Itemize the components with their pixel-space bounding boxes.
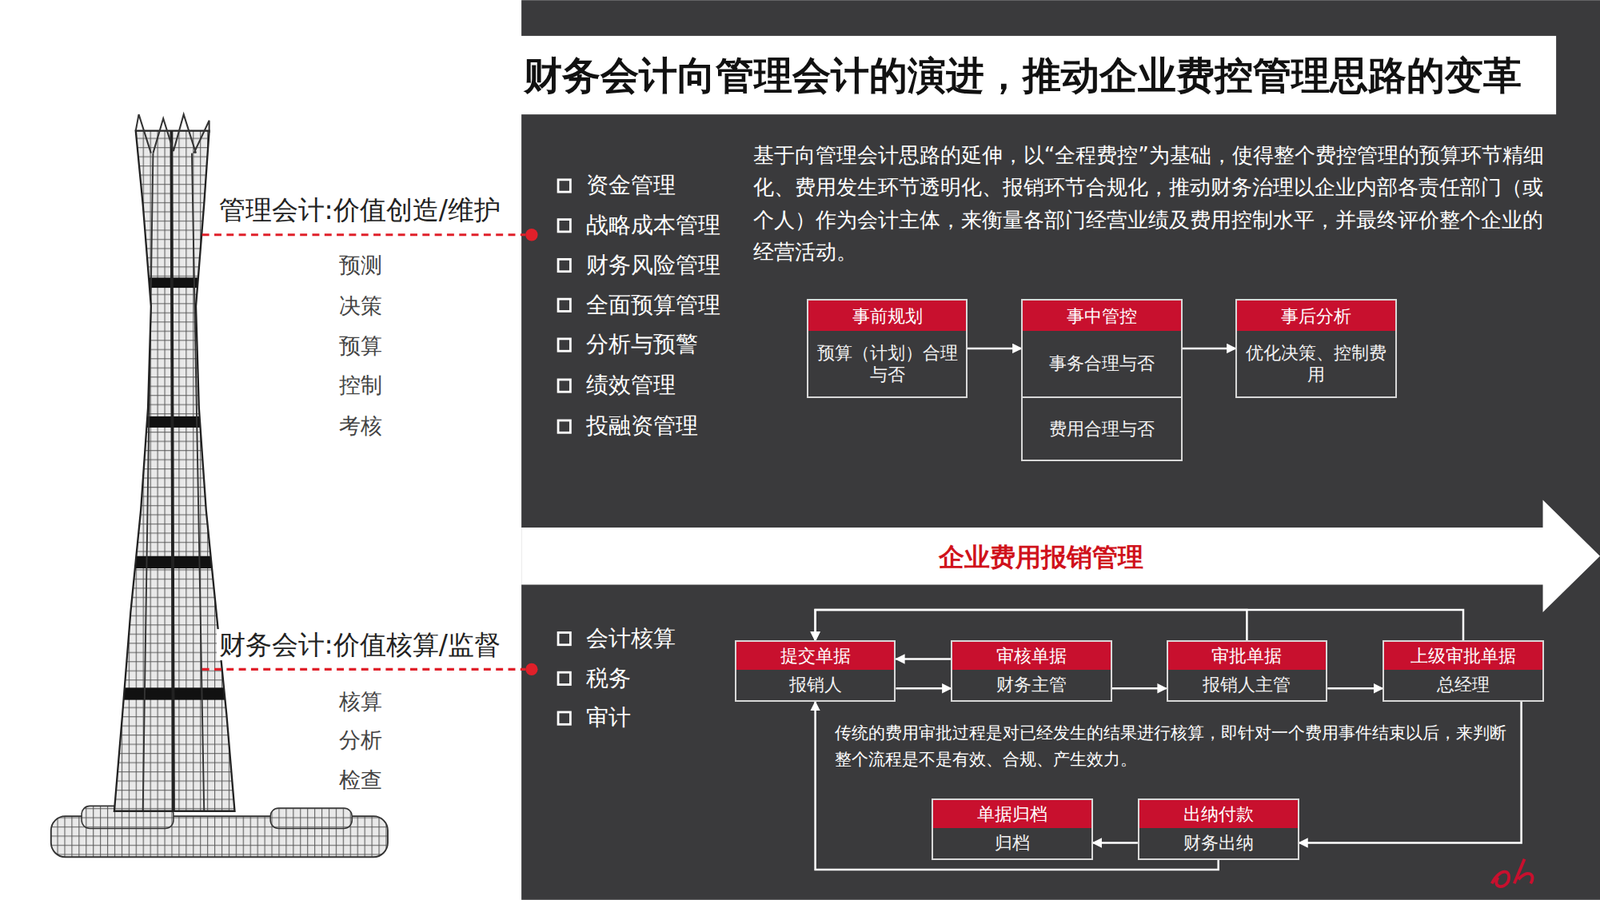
section-heading: 财务会计:价值核算/监督 — [216, 629, 503, 662]
title: 财务会计向管理会计的演进，推动企业费控管理思路的变革 — [523, 51, 1522, 99]
process-box: 事中管控事务合理与否 — [1021, 299, 1183, 399]
process-box: 审批单据报销人主管 — [1166, 640, 1329, 703]
bullet-item: 审计 — [586, 705, 631, 733]
list-item: 决策 — [339, 293, 383, 320]
bullet-item: 财务风险管理 — [586, 251, 721, 280]
section-heading: 管理会计:价值创造/维护 — [216, 194, 503, 227]
flow-connector — [1112, 687, 1167, 691]
list-item: 控制 — [339, 372, 383, 399]
box-body: 优化决策、控制费用 — [1236, 331, 1396, 397]
box-body: 归档 — [933, 828, 1092, 859]
process-box: 事前规划预算（计划）合理与否 — [806, 299, 967, 399]
process-box: 事后分析优化决策、控制费用 — [1235, 299, 1397, 399]
flow-connector — [1182, 347, 1236, 351]
box-header: 单据归档 — [933, 800, 1092, 828]
box-body: 预算（计划）合理与否 — [808, 331, 966, 397]
title-box — [490, 35, 1557, 115]
bullet-item: 绩效管理 — [586, 372, 676, 400]
process-box: 费用合理与否 — [1021, 396, 1183, 462]
box-header: 提交单据 — [736, 642, 895, 670]
box-header: 事中管控 — [1022, 300, 1182, 332]
leader-line — [202, 228, 539, 676]
process-box: 审核单据财务主管 — [950, 640, 1113, 703]
bullet-item: 全面预算管理 — [586, 291, 721, 320]
box-body: 财务出纳 — [1139, 828, 1298, 859]
description-text: 基于向管理会计思路的延伸，以“全程费控”为基础，使得整个费控管理的预算环节精细化… — [753, 139, 1562, 269]
flow-connector — [1093, 841, 1138, 845]
box-header: 审核单据 — [952, 642, 1111, 670]
flow-connector — [895, 658, 951, 661]
box-header: 事前规划 — [808, 300, 966, 332]
box-body: 费用合理与否 — [1022, 398, 1182, 460]
list-item: 预测 — [339, 252, 383, 279]
list-item: 分析 — [339, 727, 383, 754]
box-header: 审批单据 — [1168, 642, 1327, 670]
checkbox-bullet — [558, 179, 571, 725]
bullet-item: 会计核算 — [586, 625, 676, 653]
dark-panel — [521, 0, 1600, 900]
bullet-item: 资金管理 — [586, 171, 676, 200]
bullet-item: 税务 — [586, 665, 631, 693]
process-box: 单据归档归档 — [931, 798, 1094, 861]
box-body: 报销人 — [736, 670, 895, 701]
band-label: 企业费用报销管理 — [938, 542, 1144, 573]
flow-connector — [815, 610, 1248, 641]
box-header: 上级审批单据 — [1384, 642, 1543, 670]
title-holder: 财务会计向管理会计的演进，推动企业费控管理思路的变革 — [490, 35, 1557, 115]
note-text: 传统的费用审批过程是对已经发生的结果进行核算，即针对一个费用事件结束以后，来判断… — [834, 720, 1521, 773]
bullet-item: 战略成本管理 — [586, 211, 721, 240]
list-item: 考核 — [339, 413, 383, 439]
box-header: 出纳付款 — [1139, 800, 1298, 828]
process-box: 提交单据报销人 — [734, 640, 897, 703]
process-box: 出纳付款财务出纳 — [1137, 798, 1300, 861]
bullet-item: 分析与预警 — [586, 331, 699, 359]
flow-connector — [815, 610, 1464, 641]
list-item: 预算 — [339, 333, 383, 360]
flow-connector — [895, 687, 951, 691]
box-body: 总经理 — [1384, 670, 1543, 701]
box-body: 报销人主管 — [1168, 670, 1327, 701]
flow-connector — [1327, 687, 1383, 691]
box-header: 事后分析 — [1236, 300, 1396, 332]
bullet-item: 投融资管理 — [586, 413, 699, 441]
box-body: 财务主管 — [952, 670, 1111, 701]
list-item: 检查 — [339, 767, 383, 794]
process-box: 上级审批单据总经理 — [1382, 640, 1545, 703]
list-item: 核算 — [339, 689, 383, 715]
process-arrow-band — [521, 500, 1600, 613]
box-body: 事务合理与否 — [1022, 331, 1182, 397]
watermark-logo — [1492, 859, 1533, 887]
flow-connector — [967, 347, 1022, 351]
